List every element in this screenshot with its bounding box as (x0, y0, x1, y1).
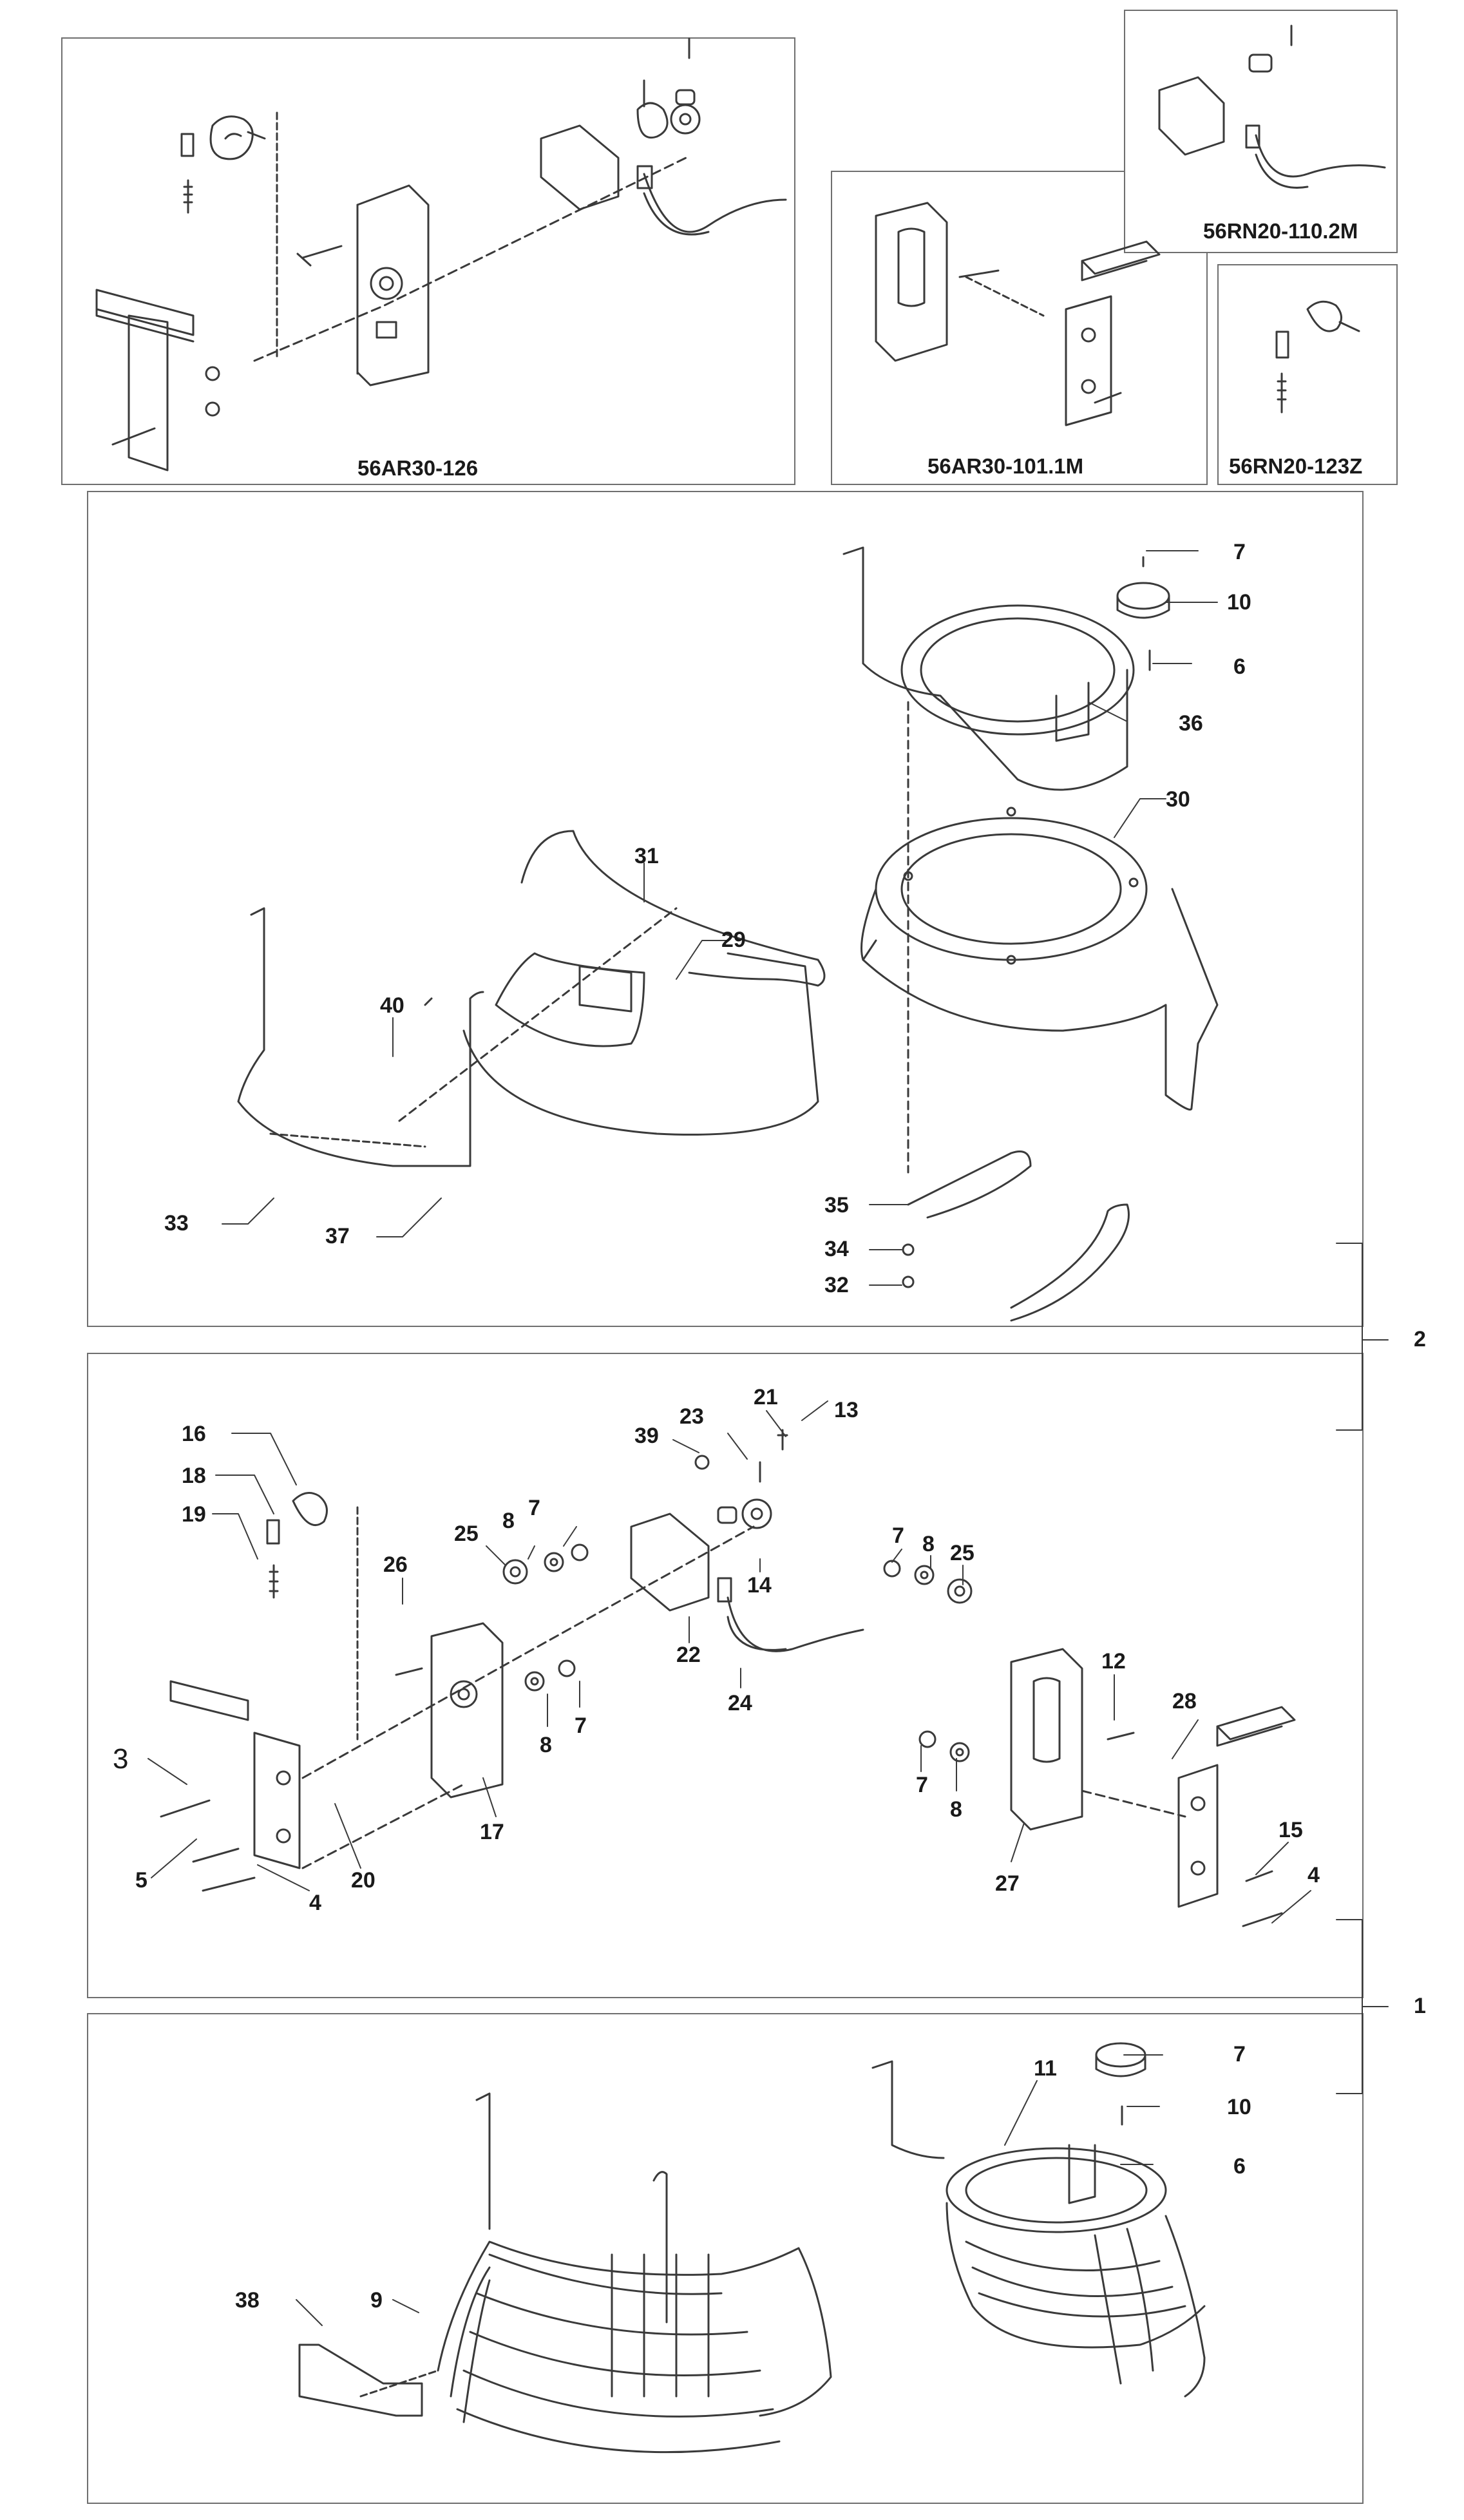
callout-17: 17 (480, 1820, 504, 1844)
callout-11: 11 (1034, 2056, 1057, 2081)
inset-title-kit-d: 56RN20-123Z (1229, 454, 1363, 478)
callout-16: 16 (182, 1422, 206, 1446)
callout-14: 14 (747, 1573, 772, 1598)
callout-8b: 8 (540, 1733, 552, 1757)
callout-40: 40 (380, 993, 404, 1018)
callout-7d: 7 (892, 1523, 904, 1548)
callout-7b: 7 (528, 1496, 540, 1520)
callout-33: 33 (164, 1211, 189, 1236)
callout-12: 12 (1101, 1649, 1126, 1674)
callout-21: 21 (754, 1385, 778, 1409)
callout-8: 8 (502, 1509, 515, 1533)
callout-32: 32 (824, 1273, 849, 1297)
inset-title-kit-b: 56AR30-101.1M (927, 454, 1084, 478)
middle-panel-parts (160, 1429, 1296, 1927)
bottom-panel-parts (298, 2042, 1206, 2454)
callout-10: 10 (1227, 590, 1251, 615)
panel-bottom (87, 2013, 1364, 2504)
callout-4b: 4 (1307, 1863, 1320, 1887)
callout-4: 4 (309, 1891, 321, 1915)
callout-36: 36 (1179, 711, 1203, 736)
inset-title-kit-c: 56RN20-110.2M (1203, 219, 1358, 243)
callout-39: 39 (634, 1424, 659, 1448)
callout-7e: 7 (916, 1773, 928, 1797)
callout-34: 34 (824, 1237, 849, 1261)
callout-28: 28 (1172, 1689, 1197, 1713)
callout-8d: 8 (950, 1797, 962, 1822)
callout-8c: 8 (922, 1532, 935, 1556)
leader-lines (147, 550, 1389, 2326)
callout-3: 3 (113, 1743, 128, 1775)
callout-31: 31 (634, 844, 659, 868)
callout-25: 25 (454, 1522, 479, 1546)
callout-20: 20 (351, 1868, 376, 1893)
callout-25b: 25 (950, 1541, 974, 1565)
callout-13: 13 (834, 1398, 859, 1422)
callout-37: 37 (325, 1224, 350, 1248)
top-panel-parts (237, 546, 1219, 1322)
callout-7c: 7 (575, 1713, 587, 1738)
assembly-label-1: 1 (1414, 1994, 1426, 2018)
callout-23: 23 (680, 1404, 704, 1429)
inset-frame-kit-d (1217, 264, 1398, 485)
assembly-label-2: 2 (1414, 1327, 1426, 1351)
callout-29: 29 (721, 928, 746, 952)
inset-a-parts (95, 37, 787, 472)
callout-labels: 7 10 6 36 30 31 29 40 33 37 35 34 32 2 1… (113, 540, 1426, 2313)
callout-26: 26 (383, 1552, 408, 1577)
inset-b-parts (875, 202, 1161, 426)
callout-30: 30 (1166, 787, 1190, 812)
callout-7: 7 (1233, 540, 1246, 564)
callout-27: 27 (995, 1871, 1020, 1896)
inset-c-parts (1158, 24, 1386, 189)
callout-15: 15 (1279, 1818, 1303, 1842)
callout-5: 5 (135, 1868, 147, 1893)
inset-title-kit-a: 56AR30-126 (357, 456, 479, 480)
callout-7f: 7 (1233, 2042, 1246, 2067)
callout-6: 6 (1233, 654, 1246, 679)
inset-d-parts (1275, 300, 1360, 414)
callout-18: 18 (182, 1464, 206, 1488)
callout-24: 24 (728, 1691, 752, 1715)
callout-19: 19 (182, 1502, 206, 1527)
inset-frame-kit-c (1124, 10, 1398, 253)
callout-38: 38 (235, 2288, 260, 2313)
panel-top (87, 491, 1364, 1327)
panel-middle (87, 1353, 1364, 1998)
callout-35: 35 (824, 1193, 849, 1217)
callout-6b: 6 (1233, 2154, 1246, 2179)
callout-9: 9 (370, 2288, 383, 2313)
callout-22: 22 (676, 1643, 701, 1667)
callout-10b: 10 (1227, 2095, 1251, 2119)
